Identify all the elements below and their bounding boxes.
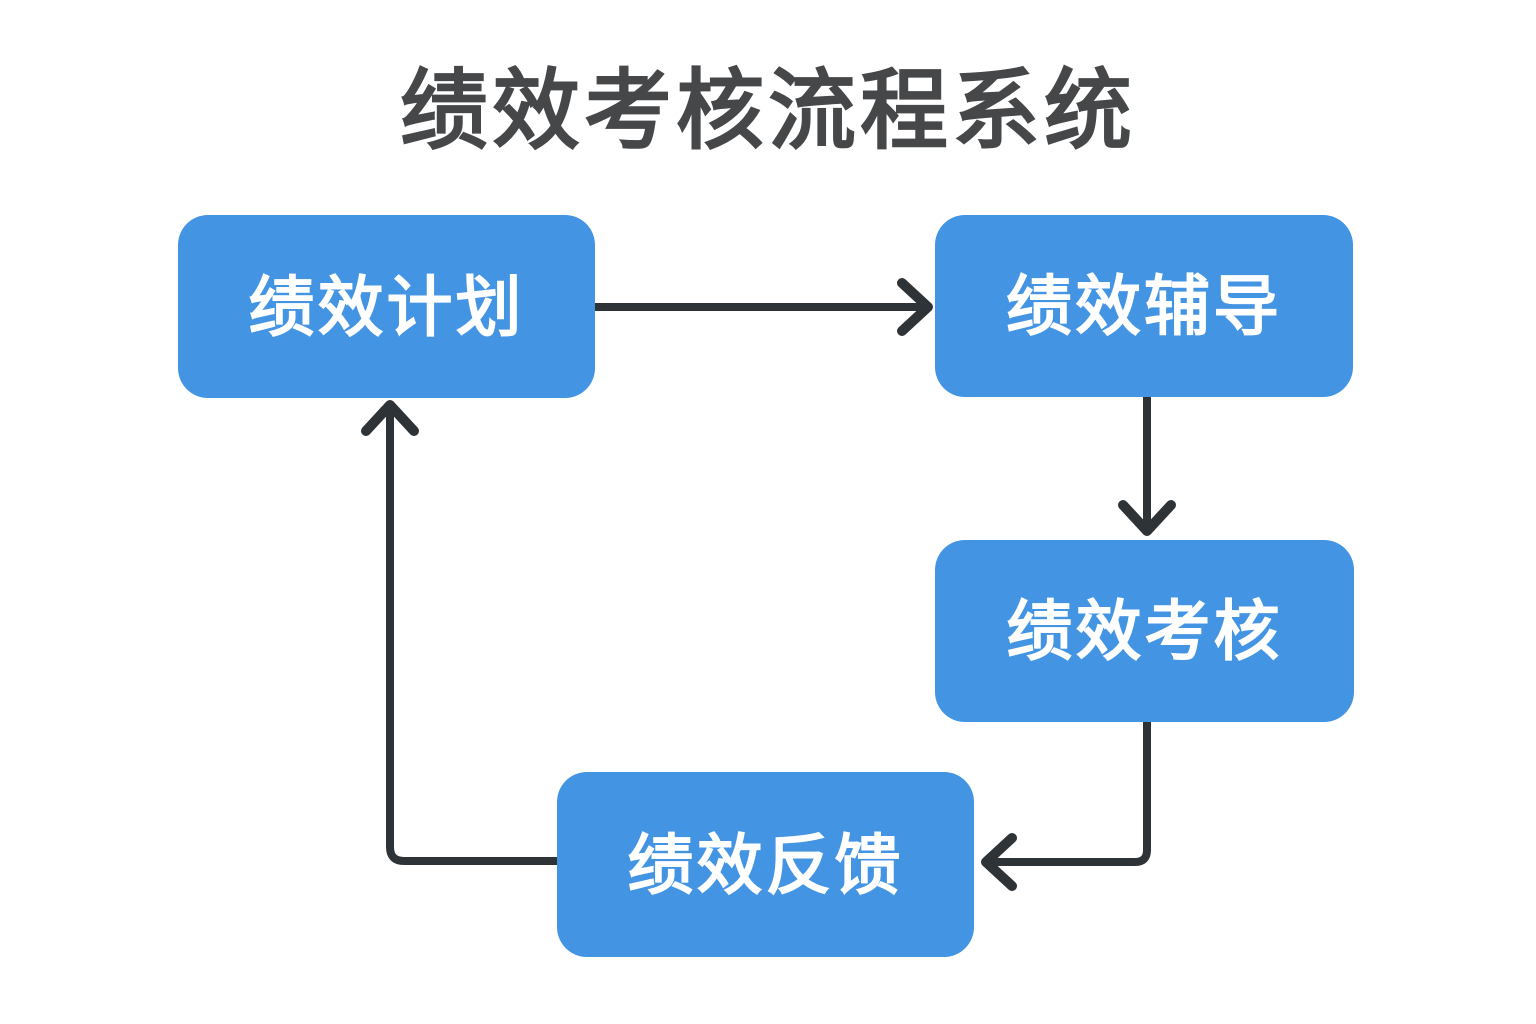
arrow-right-icon: [897, 278, 933, 336]
node-performance-feedback: 绩效反馈: [557, 772, 974, 957]
node-performance-plan: 绩效计划: [178, 215, 595, 398]
arrow-feedback-to-plan: [361, 400, 561, 865]
node-performance-feedback-label: 绩效反馈: [627, 827, 904, 902]
node-performance-appraisal: 绩效考核: [935, 540, 1354, 722]
arrow-up-icon: [361, 400, 419, 436]
arrow-plan-to-coaching: [591, 278, 933, 336]
diagram-title: 绩效考核流程系统: [399, 61, 1136, 160]
arrow-appraisal-to-feedback: [981, 718, 1151, 891]
node-performance-plan-label: 绩效计划: [248, 269, 525, 344]
arrow-left-icon: [981, 833, 1017, 891]
arrow-coaching-to-appraisal: [1118, 393, 1176, 536]
node-performance-coaching-label: 绩效辅导: [1006, 269, 1282, 343]
node-performance-appraisal-label: 绩效考核: [1006, 594, 1283, 668]
arrow-down-icon: [1118, 500, 1176, 536]
node-performance-coaching: 绩效辅导: [935, 215, 1353, 397]
